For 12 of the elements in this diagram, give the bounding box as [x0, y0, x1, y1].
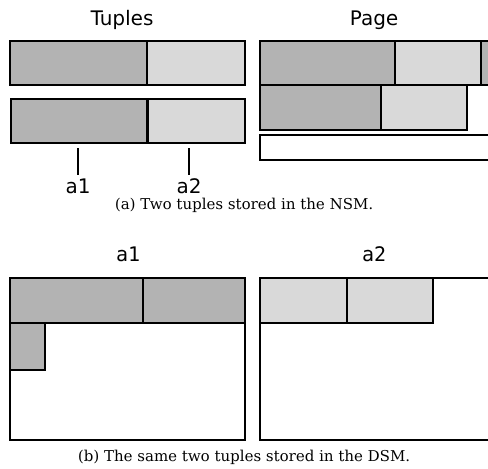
attribute-field: [147, 98, 246, 144]
caption: (b) The same two tuples stored in the DSM.: [78, 449, 410, 464]
heading: Tuples: [90, 8, 154, 28]
attribute-label: a1: [66, 176, 90, 196]
leader-line: [77, 148, 79, 175]
heading: Page: [350, 8, 398, 28]
caption: (a) Two tuples stored in the NSM.: [114, 197, 374, 212]
attribute-label: a2: [176, 176, 202, 196]
attribute-field: [10, 98, 148, 144]
attribute-heading: a2: [362, 244, 386, 264]
attribute-heading: a1: [116, 244, 140, 264]
leader-line: [188, 148, 190, 175]
